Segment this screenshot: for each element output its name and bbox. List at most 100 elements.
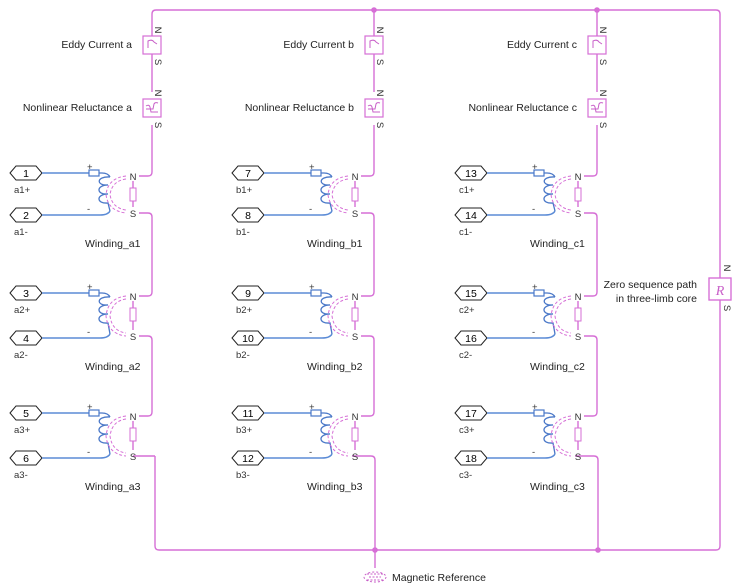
port-plus[interactable]: 5a3+ [9, 405, 43, 436]
port-number: 3 [23, 288, 29, 300]
port-minus[interactable]: 2a1- [9, 207, 43, 238]
port-s-label: S [352, 209, 358, 220]
core-flux-arc [327, 175, 349, 214]
inter-winding-wire [361, 335, 375, 417]
electrical-wire-minus [264, 210, 333, 216]
reluctance-icon: R [715, 284, 725, 299]
leakage-resistor-icon [351, 307, 359, 322]
eddy-current-label: Eddy Current b [283, 39, 354, 51]
port-n-label: N [130, 292, 137, 303]
port-s-label: S [597, 59, 608, 65]
plus-sign: + [87, 162, 93, 173]
leakage-resistor-icon [351, 187, 359, 202]
port-n-label: N [152, 90, 163, 97]
leakage-resistor-icon [129, 187, 137, 202]
port-minus[interactable]: 6a3- [9, 450, 43, 481]
port-s-label: S [597, 122, 608, 128]
plus-sign: + [532, 402, 538, 413]
port-n-label: N [721, 265, 732, 272]
electrical-wire-minus [487, 333, 556, 339]
hysteresis-icon [145, 102, 159, 113]
coil-lead [544, 292, 556, 298]
port-plus[interactable]: 3a2+ [9, 285, 43, 316]
coil-lead [321, 292, 333, 298]
inter-winding-wire [584, 335, 598, 417]
port-plus[interactable]: 1a1+ [9, 165, 43, 196]
nonlinear-reluctance-label: Nonlinear Reluctance b [245, 102, 354, 114]
port-s-label: S [374, 59, 385, 65]
inter-winding-wire [139, 212, 153, 297]
port-label: a2- [14, 350, 28, 361]
winding-label: Winding_a1 [85, 238, 141, 250]
winding-n-wire [139, 171, 153, 177]
coil-icon [543, 296, 556, 335]
reluctance-block-box[interactable] [587, 98, 607, 118]
winding-label: Winding_c1 [530, 238, 585, 250]
core-flux-arc [550, 175, 572, 214]
port-number: 4 [23, 333, 29, 345]
magnetic-reference-label: Magnetic Reference [392, 572, 486, 584]
port-s-label: S [130, 209, 136, 220]
magnetic-reference[interactable]: Magnetic Reference [363, 571, 486, 584]
electrical-wire-minus [42, 333, 111, 339]
port-plus[interactable]: 9b2+ [231, 285, 265, 316]
coil-lead [99, 292, 111, 298]
port-s-label: S [374, 122, 385, 128]
port-label: b2+ [236, 305, 253, 316]
eddy-current-icon [147, 39, 158, 48]
reluctance-block-box[interactable] [142, 98, 162, 118]
minus-sign: - [532, 447, 535, 458]
reluctance-block-box[interactable] [364, 98, 384, 118]
port-plus[interactable]: 7b1+ [231, 165, 265, 196]
port-n-label: N [597, 27, 608, 34]
zero-sequence-label-1: Zero sequence path [604, 279, 698, 291]
core-flux-arc-inner [554, 298, 572, 334]
coil-lead [544, 172, 556, 178]
coil-icon [98, 296, 111, 335]
port-n-label: N [597, 90, 608, 97]
leakage-resistor-icon [351, 427, 359, 442]
port-minus[interactable]: 8b1- [231, 207, 265, 238]
port-number: 8 [245, 210, 251, 222]
eddy-block-box[interactable] [364, 35, 384, 55]
port-n-label: N [130, 172, 137, 183]
junction-dot [371, 7, 377, 13]
port-s-label: S [352, 452, 358, 463]
port-label: c1+ [459, 185, 475, 196]
port-number: 10 [242, 333, 254, 345]
core-flux-arc [105, 415, 127, 457]
eddy-current-label: Eddy Current a [61, 39, 132, 51]
eddy-block-box[interactable] [587, 35, 607, 55]
port-s-label: S [575, 452, 581, 463]
port-label: c2- [459, 350, 472, 361]
core-flux-arc [550, 295, 572, 337]
eddy-block-box[interactable] [142, 35, 162, 55]
port-minus[interactable]: 4a2- [9, 330, 43, 361]
port-label: c3- [459, 470, 472, 481]
